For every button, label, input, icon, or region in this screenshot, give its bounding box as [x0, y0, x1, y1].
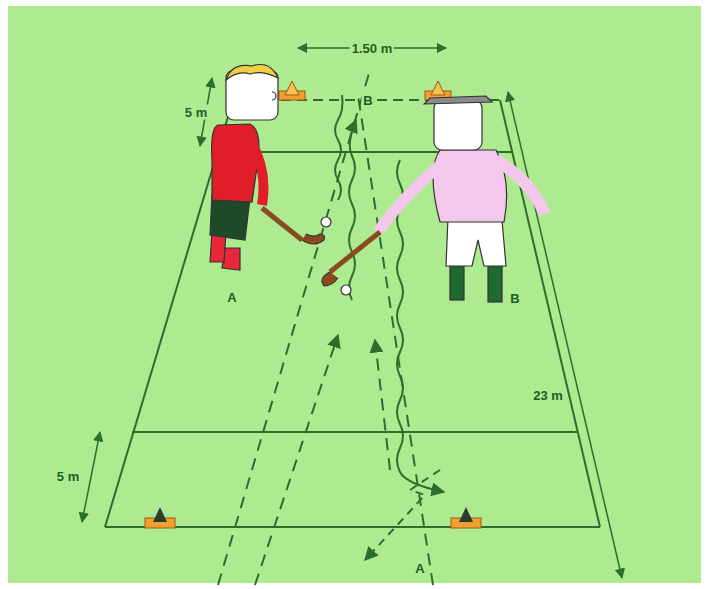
player-letter: B [508, 291, 521, 306]
line-letter: A [413, 561, 426, 576]
dimension-arrows [82, 48, 622, 578]
red-player [210, 65, 331, 271]
dimension-label: 23 m [531, 388, 565, 403]
dimension-label: 5 m [55, 469, 81, 484]
field-ground [8, 6, 701, 583]
pitch-lines [105, 100, 600, 527]
player-letter: A [225, 290, 238, 305]
pink-player [322, 96, 545, 302]
dimension-label: 1.50 m [350, 41, 394, 56]
line-letter: B [361, 93, 374, 108]
cones [145, 81, 481, 528]
dimension-label: 5 m [183, 105, 209, 120]
movement-paths [218, 70, 444, 585]
